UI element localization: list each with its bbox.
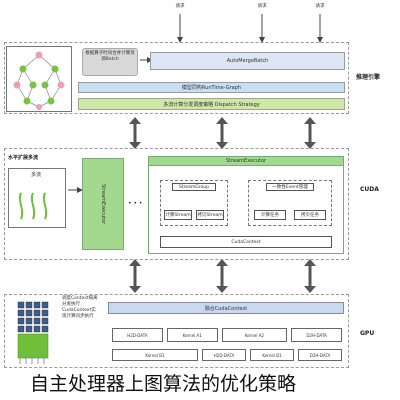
copy-task: 拷贝任务 <box>294 210 326 220</box>
request-label-2: 请求 <box>257 4 267 9</box>
copy-stream: 拷贝Stream <box>196 210 224 220</box>
event-manager-label: 一致性Event管理 <box>266 183 314 191</box>
gpu-label: GPU <box>360 330 375 337</box>
stream-group-label: StreamGroup <box>172 183 216 191</box>
gpu-row2-cell: D2H-DATA <box>298 349 342 361</box>
multistream-label: 多流 <box>31 172 42 178</box>
gpu-region <box>4 294 349 368</box>
multistream-box: 多流 <box>8 168 66 228</box>
stream-group-box <box>160 180 228 226</box>
cuda-label: CUDA <box>360 186 379 193</box>
ellipsis: • • • <box>128 200 143 207</box>
engine-cuda-link <box>133 120 312 146</box>
inference-engine-region <box>4 42 349 114</box>
inference-engine-label: 推理引擎 <box>356 74 381 81</box>
gpu-row-1: H2D-DATA Kernel A1 Kernel A2 D2H-DATA <box>112 328 343 342</box>
event-manager-box <box>248 180 332 226</box>
cuda-region <box>4 148 349 260</box>
multistream-wave-icon <box>18 192 48 220</box>
compute-stream: 计算Stream <box>164 210 192 220</box>
gpu-row2-cell: Kernel B1 <box>250 349 294 361</box>
gpu-row1-cell: H2D-DATA <box>112 328 163 342</box>
request-label-3: 请求 <box>315 4 325 9</box>
cuda-context-bar: CudaContext <box>160 236 332 248</box>
gpu-row-2: Kernel B1 H2D-DATA Kernel B1 D2H-DATA <box>112 349 342 361</box>
runtime-graph-bar: 模型同构RunTime-Graph <box>78 82 345 93</box>
gpu-row1-cell: Kernel A2 <box>221 328 288 342</box>
gpu-row2-cell: H2D-DATA <box>202 349 246 361</box>
merge-cuda-context-bar: 融合CudaContext <box>108 302 344 314</box>
gpu-row1-cell: D2H-DATA <box>291 328 343 342</box>
gpu-chip-icon <box>17 301 49 364</box>
horizontal-multistream-label: 水平扩展多流 <box>8 155 39 161</box>
stream-executor-vertical-label: StreamExecutor <box>100 183 106 225</box>
gpu-row2-cell: Kernel B1 <box>112 349 198 361</box>
auto-merge-callout: 根据算子时间合并计算资源Batch <box>82 48 138 76</box>
stream-executor-vertical: StreamExecutor <box>82 158 124 250</box>
cuda-gpu-link <box>133 262 312 290</box>
gpu-row1-cell: Kernel A1 <box>166 328 218 342</box>
dispatch-strategy-bar: 多流计算分发调度策略 Dispatch Strategy <box>78 98 345 110</box>
compute-task: 计算任务 <box>254 210 286 220</box>
stream-executor-title: StreamExecutor <box>148 156 344 166</box>
figure-caption: 自主处理器上图算法的优化策略 <box>30 368 400 400</box>
model-graph-box <box>6 46 72 112</box>
gpu-side-text: 调度Context隔离分发执行CudaContext实现计算同步执行 <box>62 296 98 320</box>
auto-merge-batch-bar: AutoMergeBatch <box>150 52 345 70</box>
model-graph-icon <box>13 51 65 110</box>
request-label-1: 请求 <box>175 4 185 9</box>
